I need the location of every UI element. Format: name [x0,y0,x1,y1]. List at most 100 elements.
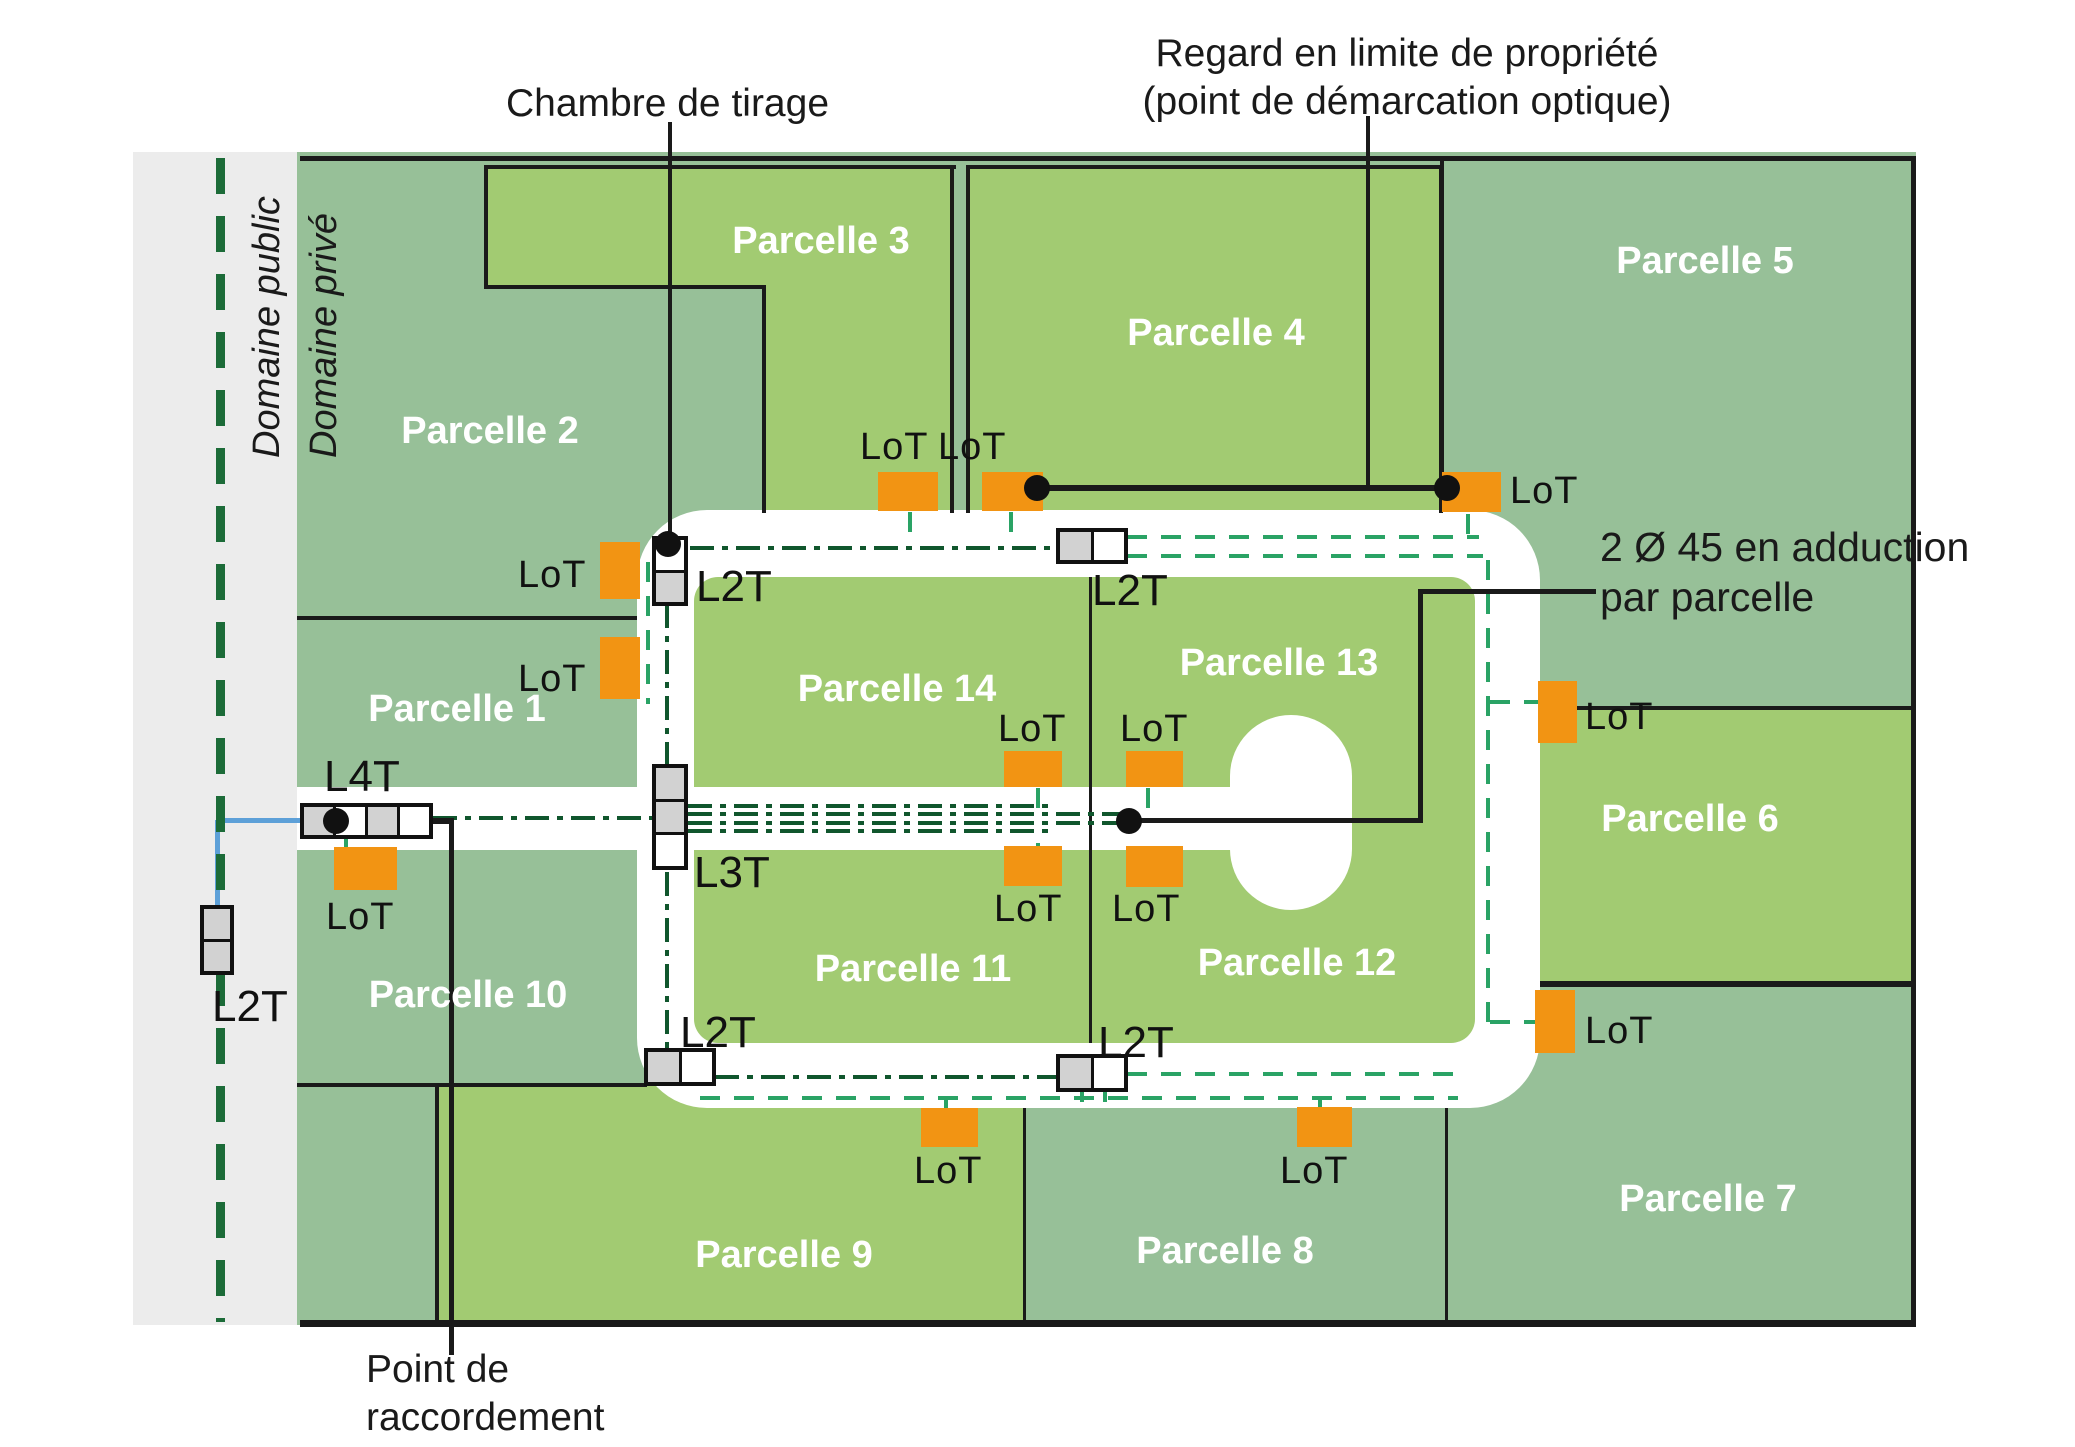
label-domaine-prive: Domaine privé [303,213,345,458]
parcel-4-border-top [966,165,1443,169]
chamber-cell [656,832,684,867]
chamber-cell [656,768,684,799]
fiber-adduction-line [908,512,912,534]
chamber-label-l2t: L2T [680,1008,756,1057]
fiber-adduction-line [344,837,348,850]
fiber-backbone-line [433,816,653,820]
parcel-5-border-left [1440,158,1444,474]
lot-label: LoT [938,426,1007,468]
lot-box [1535,990,1575,1053]
parcel-3-fill-upper [486,168,954,288]
lot-box [921,1108,978,1147]
annotation-adduction-line1: 2 Ø 45 en adduction [1600,524,1970,570]
chamber-cell [656,569,684,602]
parcel-label-10: Parcelle 10 [368,974,568,1016]
fiber-adduction-line [1486,560,1490,1026]
fiber-adduction-line [1036,788,1040,814]
chamber-cell [656,798,684,833]
drop-line-blue [217,818,305,823]
chamber-cell [648,1052,679,1082]
fiber-backbone-line [715,1075,1058,1079]
annotation-regard: Regard en limite de propriété (point de … [1092,30,1722,125]
boundary-p6-p7 [1540,981,1915,987]
chamber-label-l2t: L2T [1092,566,1168,615]
annotation-raccordement-line2: raccordement [366,1395,605,1439]
chamber-cell [204,909,230,939]
chamber-cell [365,807,397,835]
fiber-adduction-line [944,1100,948,1110]
lot-label: LoT [1585,696,1654,738]
parcel-3-notch-v [762,285,766,513]
chamber-l2t [200,905,234,975]
annotation-point-raccordement: Point de raccordement [366,1346,766,1441]
chamber-cell [678,1052,712,1082]
junction-dot-icon [1024,475,1050,501]
lot-box [878,472,938,511]
fiber-adduction-line [1127,535,1479,539]
parcel-label-13: Parcelle 13 [1179,642,1379,684]
lot-label: LoT [518,554,587,596]
leader-adduction [1129,818,1421,823]
lot-label: LoT [326,896,395,938]
boundary-p9-p8 [1023,1108,1026,1321]
lot-box [1126,751,1183,787]
fiber-adduction-line [1009,512,1013,534]
parcel-label-6: Parcelle 6 [1601,798,1779,840]
lot-label: LoT [518,658,587,700]
fiber-adduction-line [1080,1092,1084,1102]
inner-block-divider [1089,577,1092,1043]
chamber-l4t [300,803,433,839]
lot-label: LoT [994,888,1063,930]
fiber-backbone-line [690,546,1058,550]
chamber-cell [1060,532,1091,560]
leader-chambre-de-tirage [668,122,672,542]
fiber-backbone-line [688,821,1129,825]
leader-adduction [1418,589,1423,823]
fiber-adduction-line [1127,1072,1459,1076]
fiber-backbone-line [688,804,1048,808]
chamber-label-l3t: L3T [694,848,770,897]
chamber-cell [204,938,230,971]
domain-boundary-dashed-line [216,158,225,1322]
lot-label: LoT [1510,470,1579,512]
lot-box [600,542,640,599]
junction-dot-icon [655,531,681,557]
lot-label: LoT [860,426,929,468]
fiber-backbone-line [688,812,1129,816]
fiber-adduction-line [646,562,650,704]
parcel-9-border-left [435,1083,439,1323]
fiber-adduction-line [1318,1098,1322,1108]
fiber-backbone-line [688,829,1048,833]
boundary-p2-p1 [297,616,637,620]
fiber-adduction-line [1490,1020,1538,1024]
fiber-adduction-line [1127,554,1483,558]
parcel-3-notch-h [484,285,766,289]
chamber-label-l4t: L4T [324,752,400,801]
lot-box [600,637,640,699]
leader-adduction [1418,589,1596,594]
chamber-l2t [644,1048,716,1086]
chamber-label-l2t: L2T [696,562,772,611]
parcel-4-fill [970,168,1440,512]
lot-label: LoT [1585,1010,1654,1052]
parcel-label-5: Parcelle 5 [1616,240,1794,282]
chamber-cell [1090,532,1124,560]
chamber-label-l2t: L2T [212,982,288,1031]
fiber-adduction-line [1490,700,1538,704]
lot-label: LoT [914,1150,983,1192]
parcel-4-border-left [966,165,970,513]
fiber-backbone-line [665,872,669,1050]
parcel-label-1: Parcelle 1 [368,688,546,730]
fiber-adduction-line [1466,514,1470,538]
annotation-regard-line2: (point de démarcation optique) [1142,79,1672,123]
label-domaine-public: Domaine public [246,196,288,458]
regard-connector-line [1035,485,1449,491]
lot-box [334,847,397,890]
parcel-label-8: Parcelle 8 [1136,1230,1314,1272]
parcel-label-12: Parcelle 12 [1197,942,1397,984]
chamber-l2t [1056,1054,1128,1092]
parcel-label-11: Parcelle 11 [814,948,1012,990]
cul-de-sac-bulb [1230,715,1352,910]
plan-top-edge [300,156,1916,161]
